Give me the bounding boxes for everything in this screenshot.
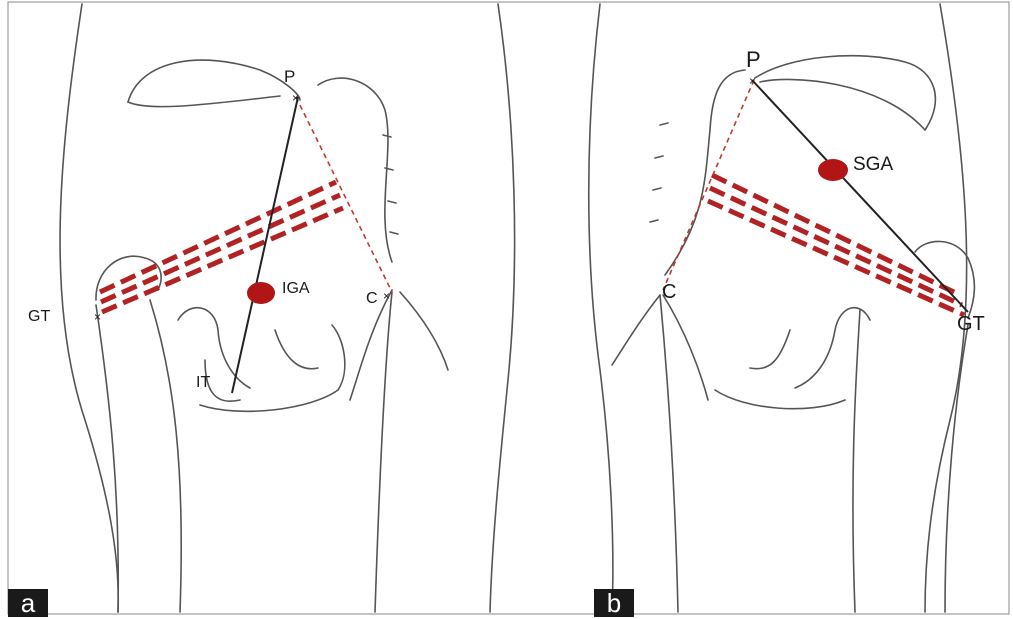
p-mark-b: × [749, 74, 756, 88]
gt-mark-a: × [94, 310, 101, 324]
c-mark-a: × [383, 289, 390, 303]
p-mark-a: × [292, 91, 299, 105]
panel-letter-b: b [594, 589, 634, 617]
label-iga: IGA [282, 280, 310, 297]
label-c-a: C [366, 290, 378, 307]
label-p-a: P [284, 67, 295, 86]
label-gt-a: GT [28, 308, 50, 325]
iga-marker [247, 282, 275, 304]
label-sga: SGA [853, 154, 893, 175]
panel-letter-a: a [8, 589, 48, 617]
sga-marker [818, 159, 848, 181]
label-it-a: IT [196, 374, 210, 391]
label-c-b: C [662, 281, 676, 303]
label-gt-b: GT [957, 313, 985, 335]
label-p-b: P [746, 47, 761, 72]
